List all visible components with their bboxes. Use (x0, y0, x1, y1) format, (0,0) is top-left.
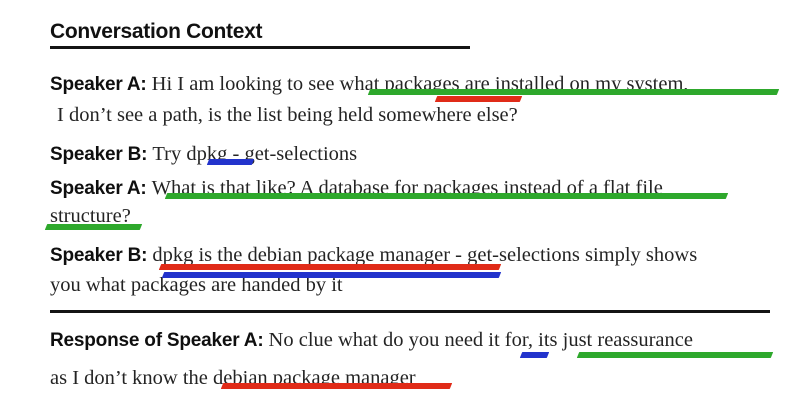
blue-highlight (161, 272, 502, 278)
speaker-label: Speaker B: (50, 144, 153, 165)
turn-text: you what packages are handed by it (50, 274, 343, 296)
section-divider-rule (50, 310, 770, 313)
green-highlight (576, 352, 774, 358)
turn-text: I don’t see a path, is the list being he… (57, 104, 518, 126)
turn-text: structure? (50, 205, 131, 227)
red-highlight (434, 96, 523, 102)
response-text: No clue what do you need it for, its jus… (268, 329, 693, 351)
turn-4-line-1: Speaker B: dpkg is the debian package ma… (50, 245, 697, 266)
green-highlight (164, 193, 729, 199)
turn-2-line-1: Speaker B: Try dpkg - get-selections (50, 144, 357, 165)
speaker-label: Speaker B: (50, 245, 153, 266)
turn-4-line-2: you what packages are handed by it (50, 275, 343, 296)
turn-text: Try dpkg - get-selections (152, 143, 358, 165)
blue-highlight (206, 159, 255, 165)
blue-highlight (519, 352, 550, 358)
title-rule (50, 46, 470, 49)
green-highlight (367, 89, 780, 95)
turn-3-line-2: structure? (50, 206, 131, 227)
red-highlight (158, 264, 502, 270)
response-line-1: Response of Speaker A: No clue what do y… (50, 330, 693, 351)
speaker-label: Speaker A: (50, 74, 152, 95)
green-highlight (44, 224, 143, 230)
speaker-label: Speaker A: (50, 178, 152, 199)
turn-text: dpkg is the debian package manager - get… (152, 244, 698, 266)
response-speaker-label: Response of Speaker A: (50, 330, 269, 351)
red-highlight (220, 383, 453, 389)
page-title: Conversation Context (50, 20, 263, 43)
turn-1-line-2: I don’t see a path, is the list being he… (57, 105, 518, 126)
